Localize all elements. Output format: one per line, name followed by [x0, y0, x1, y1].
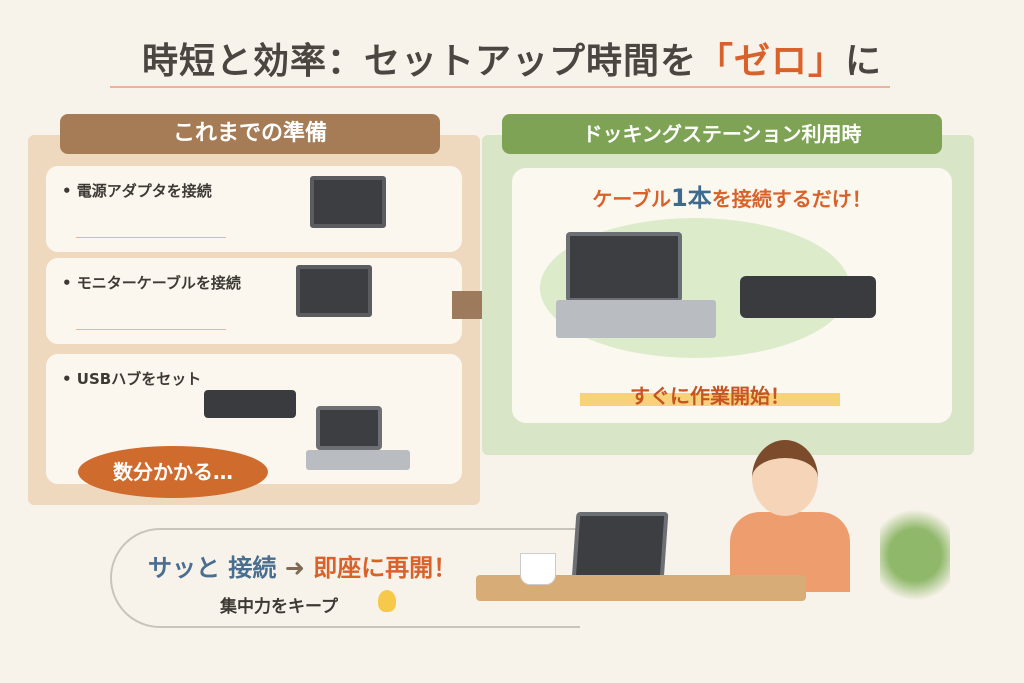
step-power-adapter: • 電源アダプタを接続	[46, 166, 462, 252]
laptop-icon	[316, 406, 382, 450]
step-monitor-cable: • モニターケーブルを接続	[46, 258, 462, 344]
cable-count: 1本	[671, 184, 712, 212]
cable-pre: ケーブル	[592, 187, 672, 211]
summary-frame	[110, 528, 580, 628]
start-work-text: すぐに作業開始！	[580, 380, 840, 409]
title-suffix: に	[845, 41, 883, 82]
usb-hub-icon	[204, 390, 296, 418]
focus-text: 集中力をキープ	[220, 597, 338, 617]
divider	[76, 237, 226, 238]
cable-post: を接続するだけ！	[711, 187, 872, 211]
divider	[76, 329, 226, 330]
title-text: 時短と効率：セットアップ時間を	[141, 41, 697, 82]
time-bubble: 数分かかる…	[78, 446, 268, 498]
monitor-icon	[310, 176, 386, 228]
before-heading: これまでの準備	[60, 114, 440, 154]
coffee-cup-icon	[520, 553, 556, 585]
plant-icon	[880, 500, 950, 610]
one-cable-text: ケーブル1本を接続するだけ！	[512, 178, 952, 213]
desk-laptop-icon	[571, 512, 669, 582]
summary-headline: サッと 接続 ➜ 即座に再開！	[148, 548, 457, 583]
docking-station-icon	[740, 276, 876, 318]
laptop-keyboard-icon	[306, 450, 410, 470]
laptop-keyboard-icon	[556, 300, 716, 338]
resume-text: 即座に再開！	[313, 554, 458, 582]
page-title: 時短と効率：セットアップ時間を「ゼロ」に	[0, 32, 1024, 84]
step-label: • 電源アダプタを接続	[62, 182, 212, 200]
step-label: • USBハブをセット	[62, 370, 202, 388]
lightbulb-icon	[378, 590, 396, 612]
monitor-icon	[296, 265, 372, 317]
arrow-icon: ➜	[284, 554, 305, 582]
title-underline	[110, 86, 890, 88]
title-highlight: 「ゼロ」	[696, 41, 845, 82]
connect-text: サッと 接続	[148, 554, 277, 582]
person-head	[752, 440, 818, 516]
after-heading: ドッキングステーション利用時	[502, 114, 942, 154]
laptop-icon	[566, 232, 682, 302]
step-label: • モニターケーブルを接続	[62, 274, 241, 292]
